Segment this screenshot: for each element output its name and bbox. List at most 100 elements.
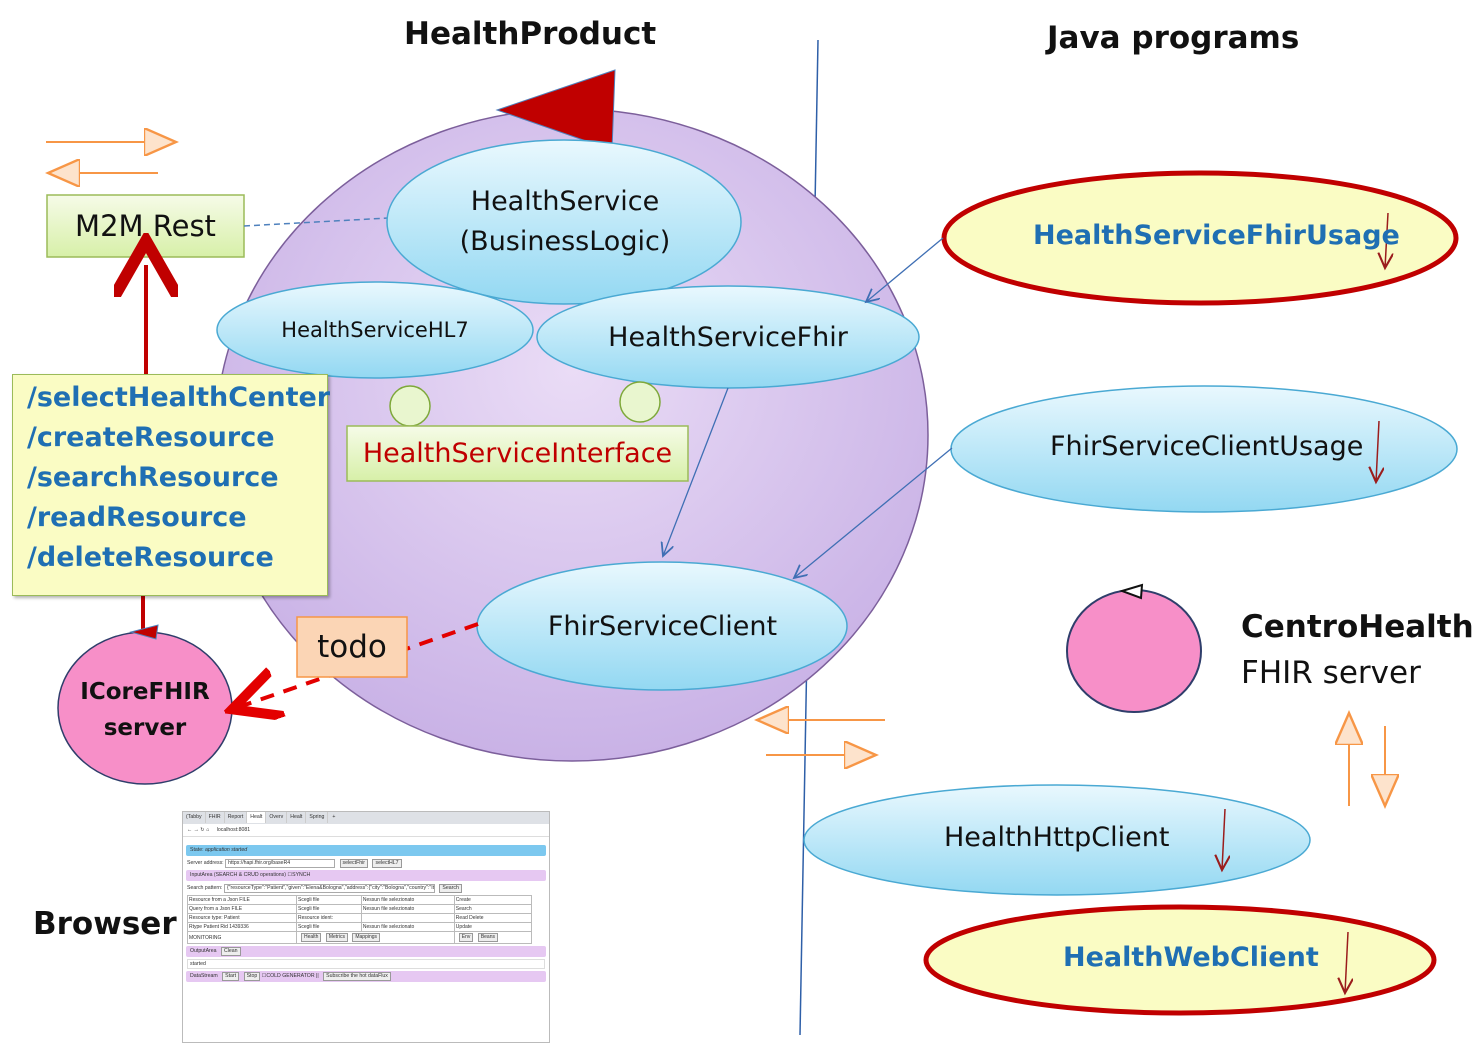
todo-label: todo bbox=[317, 629, 387, 665]
search-file-button[interactable]: Search bbox=[453, 904, 533, 914]
health-product-triangle bbox=[495, 69, 616, 151]
back-icon[interactable]: ← bbox=[187, 827, 193, 833]
client-usage-to-client-arrow bbox=[794, 447, 953, 578]
endpoint-create-resource: /createResource bbox=[27, 422, 275, 453]
monitor-buttons-cell-2: Env Beans bbox=[453, 931, 533, 944]
icorefhir-triangle bbox=[129, 624, 159, 640]
browser-tab[interactable]: Overv bbox=[266, 812, 288, 823]
centro-health-label-line1: CentroHealth bbox=[1241, 609, 1474, 645]
datastream-bar: DataStream Start Stop ☐COLD GENERATOR ||… bbox=[186, 971, 546, 982]
cold-generator-label: COLD GENERATOR || bbox=[266, 973, 319, 979]
new-tab-icon[interactable]: + bbox=[332, 814, 336, 820]
env-button[interactable]: Env bbox=[458, 933, 474, 942]
health-http-client-label: HealthHttpClient bbox=[944, 822, 1170, 853]
endpoints-box: /selectHealthCenter /createResource /sea… bbox=[12, 374, 330, 596]
subscribe-button[interactable]: Subscribe the hot dataFlux bbox=[323, 972, 391, 981]
output-area-title: OutputArea bbox=[190, 948, 217, 954]
http-client-down-arrow bbox=[1222, 808, 1225, 870]
health-service-ellipse bbox=[386, 139, 742, 305]
browser-tab[interactable]: (Tabby bbox=[183, 812, 206, 823]
synch-label: SYNCH bbox=[292, 872, 311, 878]
search-pattern-input[interactable]: {"resourceType":"Patient","given":"Elena… bbox=[223, 884, 435, 893]
title-java-programs: Java programs bbox=[1047, 20, 1300, 56]
forward-icon[interactable]: → bbox=[193, 827, 199, 833]
select-fhir-button[interactable]: selectFhir bbox=[339, 859, 369, 868]
crud-table: Resource from a Json FILE Scegli file Ne… bbox=[187, 895, 533, 944]
browser-tab[interactable]: Spring bbox=[306, 812, 329, 823]
monitoring-label: MONITORING bbox=[187, 931, 297, 944]
title-health-product: HealthProduct bbox=[404, 16, 657, 52]
input-area-bar: InputArea (SEARCH & CRUD operations) ☐SY… bbox=[186, 870, 546, 881]
rtype-rid-cell[interactable]: Rtype Patient Rid 1439336 bbox=[187, 922, 297, 932]
m2m-dashed-link bbox=[243, 217, 389, 227]
cold-generator-checkbox[interactable]: ☐ bbox=[261, 973, 267, 979]
choose-file-button[interactable]: Scegli file bbox=[296, 922, 362, 932]
health-service-fhir-label: HealthServiceFhir bbox=[608, 321, 848, 353]
icorefhir-label-line1: ICoreFHIR bbox=[80, 679, 210, 705]
health-service-fhir-usage-label: HealthServiceFhirUsage bbox=[1033, 220, 1400, 251]
table-cell: Resource ident: bbox=[296, 913, 362, 923]
centro-health-server-circle bbox=[1066, 589, 1202, 713]
todo-box bbox=[296, 616, 408, 678]
centro-health-triangle bbox=[1118, 583, 1144, 600]
table-cell: Nessun file selezionato bbox=[360, 895, 455, 905]
centro-health-label-line2: FHIR server bbox=[1241, 655, 1421, 691]
beans-button[interactable]: Beans bbox=[477, 933, 498, 942]
datastream-title: DataStream bbox=[190, 973, 218, 979]
output-text: started bbox=[187, 959, 545, 969]
browser-tab[interactable]: Healt bbox=[287, 812, 307, 823]
health-service-hl7-ellipse bbox=[216, 281, 534, 379]
health-service-interface-box bbox=[346, 425, 689, 482]
browser-tab[interactable]: Report bbox=[225, 812, 248, 823]
table-row: Resource type: Patient Resource ident: R… bbox=[187, 913, 533, 923]
choose-file-button[interactable]: Scegli file bbox=[296, 904, 362, 914]
home-icon[interactable]: ⌂ bbox=[206, 827, 210, 833]
output-area-bar: OutputArea Clean bbox=[186, 946, 546, 957]
create-button[interactable]: Create bbox=[453, 895, 533, 905]
read-delete-buttons[interactable]: Read Delete bbox=[453, 913, 533, 923]
table-row: Query from a Json FILE Scegli file Nessu… bbox=[187, 904, 533, 914]
synch-checkbox[interactable]: ☐ bbox=[287, 872, 293, 878]
reload-icon[interactable]: ↻ bbox=[200, 827, 205, 833]
health-service-label: HealthService (BusinessLogic) bbox=[400, 180, 730, 264]
mappings-button[interactable]: Mappings bbox=[352, 933, 381, 942]
url-bar[interactable]: localhost:8081 bbox=[216, 827, 251, 833]
browser-tab[interactable]: FHIR bbox=[206, 812, 225, 823]
stop-button[interactable]: Stop bbox=[243, 972, 261, 981]
choose-file-button[interactable]: Scegli file bbox=[296, 895, 362, 905]
interface-lollipop-right bbox=[619, 381, 661, 423]
icorefhir-label-line2: server bbox=[103, 715, 187, 741]
server-address-label: Server address: bbox=[187, 860, 224, 866]
resource-type-cell[interactable]: Resource type: Patient bbox=[187, 913, 297, 923]
health-button[interactable]: Health bbox=[301, 933, 322, 942]
resource-ident-input[interactable] bbox=[360, 913, 455, 923]
browser-toolbar: ← → ↻ ⌂ localhost:8081 bbox=[183, 824, 549, 837]
fhir-service-client-usage-label: FhirServiceClientUsage bbox=[1050, 431, 1364, 462]
search-pattern-label: Search pattern: bbox=[187, 885, 223, 891]
browser-tab[interactable]: Healt bbox=[247, 812, 267, 823]
table-cell: Query from a Json FILE bbox=[187, 904, 297, 914]
server-address-input[interactable]: https://hapi.fhir.org/baseR4 bbox=[225, 859, 336, 868]
metrics-button[interactable]: Metrics bbox=[325, 933, 348, 942]
state-bar: State: application started bbox=[186, 845, 546, 856]
m2m-rest-label: M2M Rest bbox=[75, 209, 216, 243]
health-http-client-ellipse bbox=[803, 784, 1311, 896]
select-hl7-button[interactable]: selectHL7 bbox=[372, 859, 402, 868]
update-button[interactable]: Update bbox=[453, 922, 533, 932]
search-button[interactable]: Search bbox=[439, 884, 462, 893]
table-row: Rtype Patient Rid 1439336 Scegli file Ne… bbox=[187, 922, 533, 932]
state-value: application started bbox=[205, 847, 248, 853]
health-web-client-ellipse bbox=[923, 904, 1437, 1016]
health-service-label-line1: HealthService bbox=[470, 186, 660, 217]
clean-button[interactable]: Clean bbox=[220, 947, 241, 956]
icorefhir-label: ICoreFHIR server bbox=[60, 670, 230, 750]
endpoint-search-resource: /searchResource bbox=[27, 462, 279, 493]
input-area-title: InputArea (SEARCH & CRUD operations) bbox=[190, 872, 287, 878]
web-client-down-arrow bbox=[1345, 931, 1348, 993]
fhir-usage-down-arrow bbox=[1385, 212, 1388, 268]
start-button[interactable]: Start bbox=[222, 972, 240, 981]
title-browser: Browser bbox=[33, 906, 177, 942]
endpoint-delete-resource: /deleteResource bbox=[27, 542, 274, 573]
